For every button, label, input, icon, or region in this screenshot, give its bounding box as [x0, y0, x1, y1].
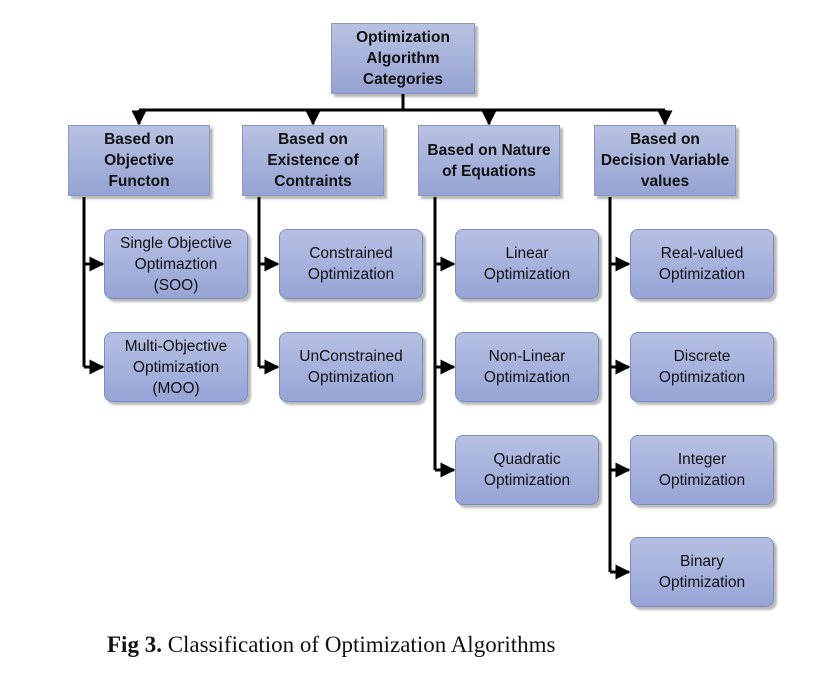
leaf-node-binary: Binary Optimization	[630, 537, 774, 607]
leaf-node-quadratic: Quadratic Optimization	[455, 435, 599, 505]
category-node-variables: Based on Decision Variable values	[594, 125, 736, 196]
figure-caption-text: Classification of Optimization Algorithm…	[161, 632, 556, 657]
leaf-node-linear: Linear Optimization	[455, 229, 599, 299]
leaf-node-real-valued: Real-valued Optimization	[630, 229, 774, 299]
root-node: Optimization Algorithm Categories	[331, 23, 475, 94]
category-node-constraints: Based on Existence of Contraints	[242, 125, 384, 196]
category-node-objective: Based on Objective Functon	[68, 125, 210, 196]
leaf-node-constrained: Constrained Optimization	[279, 229, 423, 299]
leaf-node-integer: Integer Optimization	[630, 435, 774, 505]
figure-caption: Fig 3. Classification of Optimization Al…	[107, 632, 555, 658]
leaf-node-discrete: Discrete Optimization	[630, 332, 774, 402]
leaf-node-soo: Single Objective Optimaztion (SOO)	[104, 229, 248, 299]
category-node-equations: Based on Nature of Equations	[418, 125, 560, 196]
figure-caption-label: Fig 3.	[107, 632, 162, 657]
leaf-node-moo: Multi-Objective Optimization (MOO)	[104, 332, 248, 402]
leaf-node-unconstrained: UnConstrained Optimization	[279, 332, 423, 402]
leaf-node-nonlinear: Non-Linear Optimization	[455, 332, 599, 402]
